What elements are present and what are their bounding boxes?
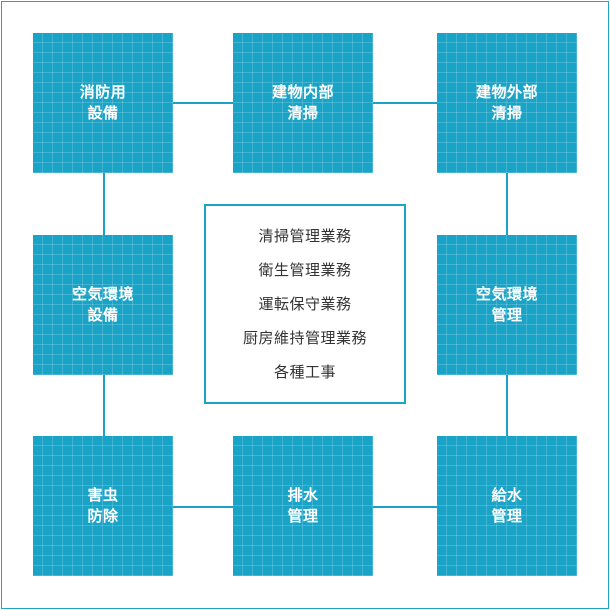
tile-label-line2: 防除 bbox=[87, 507, 119, 525]
connector-top-left bbox=[172, 102, 234, 104]
connector-right-upper bbox=[506, 172, 508, 236]
tile-label-line2: 管理 bbox=[491, 306, 523, 324]
service-item: 厨房維持管理業務 bbox=[242, 329, 367, 347]
tile-label-line1: 空気環境 bbox=[475, 285, 538, 303]
connector-left-upper bbox=[103, 172, 105, 236]
tile-label-line2: 管理 bbox=[287, 507, 319, 525]
tile-label-line1: 給水 bbox=[491, 486, 523, 504]
service-item: 清掃管理業務 bbox=[258, 227, 352, 245]
service-item: 運転保守業務 bbox=[258, 295, 352, 313]
tile-label-line1: 建物外部 bbox=[475, 83, 538, 101]
tile-fire-equipment: 消防用 設備 bbox=[33, 33, 173, 173]
tile-air-management: 空気環境 管理 bbox=[437, 235, 577, 375]
tile-label-line1: 消防用 bbox=[79, 83, 127, 101]
tile-label-line2: 設備 bbox=[87, 104, 119, 122]
tile-label-line1: 排水 bbox=[287, 486, 319, 504]
tile-label-line2: 清掃 bbox=[491, 104, 523, 122]
tile-label-line2: 設備 bbox=[87, 306, 119, 324]
service-item: 各種工事 bbox=[273, 363, 336, 381]
tile-label-line2: 清掃 bbox=[287, 104, 319, 122]
tile-pest-control: 害虫 防除 bbox=[33, 436, 173, 576]
tile-label-line1: 空気環境 bbox=[71, 285, 134, 303]
connector-left-lower bbox=[103, 374, 105, 436]
tile-label-line1: 建物内部 bbox=[271, 83, 334, 101]
tile-label-line2: 管理 bbox=[491, 507, 523, 525]
tile-drainage-management: 排水 管理 bbox=[233, 436, 373, 576]
tile-air-equipment: 空気環境 設備 bbox=[33, 235, 173, 375]
tile-interior-cleaning: 建物内部 清掃 bbox=[233, 33, 373, 173]
connector-top-right bbox=[372, 102, 438, 104]
connector-bottom-left bbox=[172, 506, 234, 508]
connector-right-lower bbox=[506, 374, 508, 436]
tile-exterior-cleaning: 建物外部 清掃 bbox=[437, 33, 577, 173]
services-list-box: 清掃管理業務 衛生管理業務 運転保守業務 厨房維持管理業務 各種工事 bbox=[204, 204, 406, 404]
tile-label-line1: 害虫 bbox=[87, 486, 119, 504]
tile-water-supply-management: 給水 管理 bbox=[437, 436, 577, 576]
connector-bottom-right bbox=[372, 506, 438, 508]
service-item: 衛生管理業務 bbox=[258, 261, 352, 279]
